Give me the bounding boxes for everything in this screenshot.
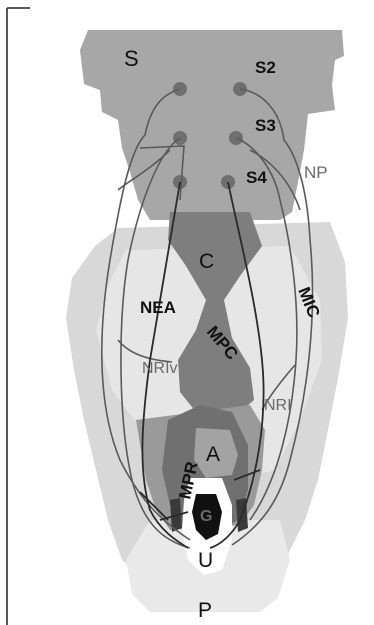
label-NP: NP <box>304 163 328 182</box>
label-C: C <box>199 250 214 273</box>
label-NEA: NEA <box>140 298 176 317</box>
label-A: A <box>206 443 220 466</box>
label-P: P <box>198 599 212 622</box>
label-NRIv: NRIv <box>142 360 178 377</box>
label-S4: S4 <box>246 168 267 187</box>
label-S: S <box>124 46 139 71</box>
label-U: U <box>198 549 213 572</box>
label-G: G <box>200 508 212 525</box>
label-S3: S3 <box>255 116 276 135</box>
label-NRI: NRI <box>264 397 292 414</box>
label-S2: S2 <box>255 58 276 77</box>
